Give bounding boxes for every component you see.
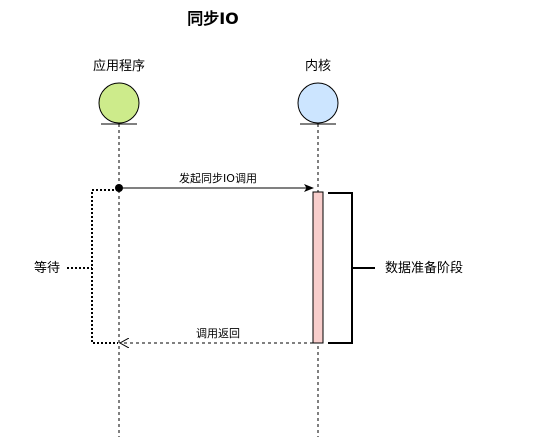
prepare-label: 数据准备阶段 xyxy=(385,260,463,276)
prepare-bracket xyxy=(328,192,353,344)
return-message-label: 调用返回 xyxy=(196,327,240,340)
participant-kernel-label: 内核 xyxy=(305,58,331,74)
participant-app-label: 应用程序 xyxy=(93,58,145,74)
participant-kernel-entity xyxy=(297,82,339,125)
call-message-label: 发起同步IO调用 xyxy=(179,171,257,185)
participant-app-entity xyxy=(98,82,140,125)
kernel-activation-bar xyxy=(312,191,324,344)
wait-bracket xyxy=(91,189,118,344)
diagram-title: 同步IO xyxy=(187,9,239,28)
app-entity-circle xyxy=(98,82,140,124)
kernel-entity-circle xyxy=(297,82,339,124)
wait-label: 等待 xyxy=(34,260,60,276)
